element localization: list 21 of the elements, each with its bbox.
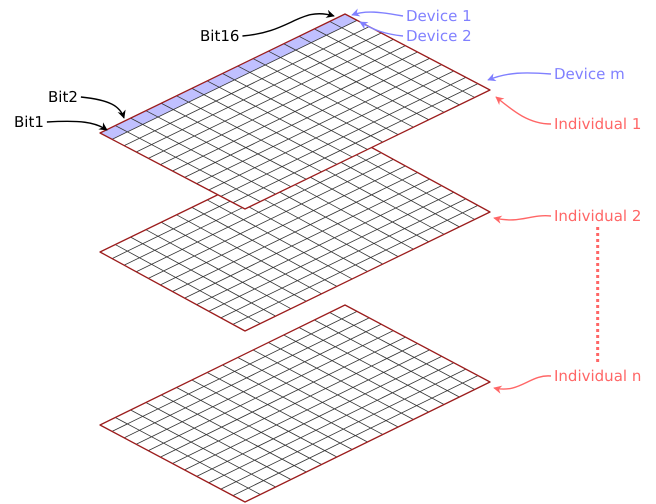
leader-arrow xyxy=(493,215,552,224)
leader-text: Individual 1 xyxy=(554,115,642,133)
grid-plane xyxy=(99,304,491,503)
leader-arrow xyxy=(493,375,551,394)
grid-plane xyxy=(99,146,491,332)
leader-arrow xyxy=(351,8,404,17)
leader-arrow xyxy=(242,10,335,37)
leader-arrow xyxy=(359,21,404,37)
leader-text: Device m xyxy=(554,65,625,83)
dotted-line xyxy=(596,227,600,365)
leader-text: Bit1 xyxy=(14,113,44,131)
leader-text: Device 1 xyxy=(406,7,472,25)
leader-arrow xyxy=(46,120,108,131)
leader-arrow xyxy=(80,96,126,119)
leader-text: Bit2 xyxy=(48,88,78,106)
leader-text: Individual n xyxy=(554,367,642,385)
leader-text: Individual 2 xyxy=(554,207,642,225)
leader-text: Bit16 xyxy=(200,27,240,45)
leader-text: Device 2 xyxy=(406,27,472,45)
leader-arrow xyxy=(495,96,552,125)
leader-arrow xyxy=(487,72,552,82)
